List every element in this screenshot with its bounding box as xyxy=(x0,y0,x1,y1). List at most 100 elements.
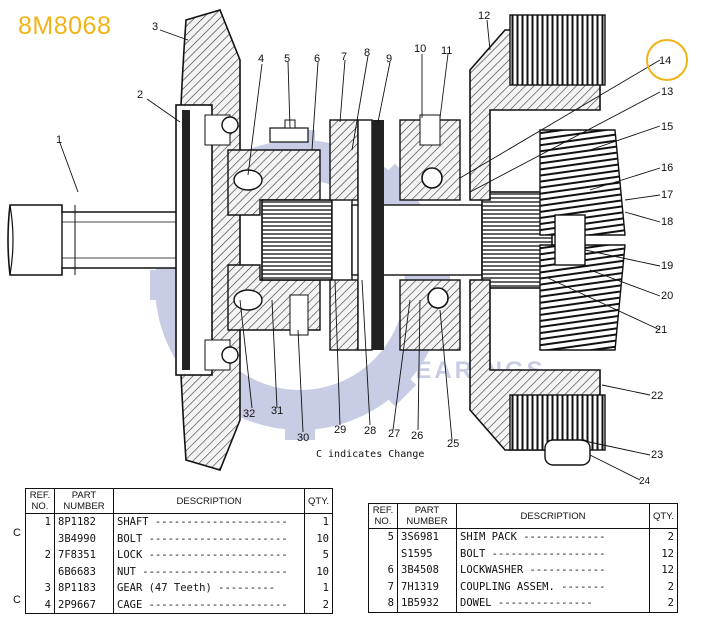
callout-31: 31 xyxy=(271,405,283,417)
callout-1: 1 xyxy=(56,134,62,146)
callout-20: 20 xyxy=(661,290,673,302)
callout-9: 9 xyxy=(386,53,392,65)
description-cell: COUPLING ASSEM. ------- xyxy=(455,578,651,595)
change-marker: C xyxy=(13,594,21,606)
qty-cell: 12 xyxy=(649,562,678,579)
part-number-cell: 7F8351 xyxy=(54,547,114,564)
exploded-section-drawing: BEARINGS xyxy=(7,9,688,487)
col-desc-header: DESCRIPTION xyxy=(455,503,651,529)
description-cell: GEAR (47 Teeth) --------- xyxy=(112,580,306,597)
callout-8: 8 xyxy=(364,47,370,59)
col-qty-header: QTY. xyxy=(304,488,333,514)
callout-29: 29 xyxy=(334,424,346,436)
description-text: SHIM PACK xyxy=(460,531,517,544)
ref-cell xyxy=(25,563,55,580)
description-cell: CAGE ---------------------- xyxy=(112,596,306,614)
ref-cell: 8 xyxy=(368,595,398,613)
description-cell: LOCK ---------------------- xyxy=(112,547,306,564)
callout-13: 13 xyxy=(661,86,673,98)
ref-cell xyxy=(368,545,398,562)
table-header-row: REF. NO. PART NUMBER DESCRIPTION QTY. xyxy=(25,488,333,514)
change-marker: C xyxy=(13,527,21,539)
callout-10: 10 xyxy=(414,43,426,55)
callout-7: 7 xyxy=(341,51,347,63)
callout-11: 11 xyxy=(441,45,452,57)
clutch-housing xyxy=(469,14,606,466)
callout-labels: 1 2 3 4 5 6 7 8 9 10 11 12 13 14 15 16 1… xyxy=(56,10,673,487)
qty-cell: 12 xyxy=(649,545,678,562)
qty-cell: 1 xyxy=(304,513,333,531)
splined-shaft xyxy=(261,191,553,289)
description-text: LOCK xyxy=(117,549,143,562)
part-number-cell: S1595 xyxy=(397,545,457,562)
part-number-cell: 3B4508 xyxy=(397,562,457,579)
callout-12: 12 xyxy=(478,10,490,22)
gear-47-teeth xyxy=(175,9,241,471)
col-qty-header: QTY. xyxy=(649,503,678,529)
description-cell: BOLT ------------------ xyxy=(455,545,651,562)
qty-cell: 10 xyxy=(304,563,333,580)
part-number-cell: 6B6683 xyxy=(54,563,114,580)
callout-32: 32 xyxy=(243,408,255,420)
qty-cell: 2 xyxy=(649,528,678,546)
ref-cell: 3 xyxy=(25,580,55,597)
description-text: GEAR (47 Teeth) xyxy=(117,582,212,595)
callout-28: 28 xyxy=(364,425,376,437)
coupling-assembly xyxy=(329,119,384,351)
table-header-row: REF. NO. PART NUMBER DESCRIPTION QTY. xyxy=(368,503,678,529)
qty-cell: 2 xyxy=(649,578,678,595)
ref-cell: 4 xyxy=(25,596,55,614)
input-shaft xyxy=(7,204,181,276)
callout-22: 22 xyxy=(651,390,663,402)
callout-5: 5 xyxy=(284,53,290,65)
callout-27: 27 xyxy=(388,428,400,440)
description-cell: SHAFT --------------------- xyxy=(112,513,306,531)
highlight-circle xyxy=(646,39,688,81)
callout-25: 25 xyxy=(447,438,459,450)
callout-19: 19 xyxy=(661,260,673,272)
ref-cell: 2 xyxy=(25,547,55,564)
leader-lines xyxy=(59,19,661,481)
part-number-cell: 3S6981 xyxy=(397,528,457,546)
col-part-header: PART NUMBER xyxy=(397,503,457,529)
part-number-cell: 2P9667 xyxy=(54,596,114,614)
description-text: DOWEL xyxy=(460,597,492,610)
part-number-cell: 3B4990 xyxy=(54,530,114,547)
callout-15: 15 xyxy=(661,121,673,133)
callout-26: 26 xyxy=(411,430,423,442)
part-number-cell: 7H1319 xyxy=(397,578,457,595)
description-cell: DOWEL --------------- xyxy=(455,595,651,613)
callout-14: 14 xyxy=(659,55,671,67)
qty-cell: 2 xyxy=(649,595,678,613)
bearing-housing xyxy=(399,114,461,351)
qty-cell: 10 xyxy=(304,530,333,547)
callout-6: 6 xyxy=(314,53,320,65)
part-number-cell: 8P1183 xyxy=(54,580,114,597)
callout-23: 23 xyxy=(651,449,663,461)
description-text: SHAFT xyxy=(117,516,149,529)
description-text: LOCKWASHER xyxy=(460,564,524,577)
callout-17: 17 xyxy=(661,189,673,201)
qty-cell: 5 xyxy=(304,547,333,564)
callout-3: 3 xyxy=(152,21,158,33)
ref-cell: 7 xyxy=(368,578,398,595)
ref-cell: 5 xyxy=(368,528,398,546)
description-text: BOLT xyxy=(460,547,486,560)
page-title: 8M8068 xyxy=(18,12,112,40)
description-text: COUPLING ASSEM. xyxy=(460,580,555,593)
description-cell: LOCKWASHER ------------ xyxy=(455,562,651,579)
callout-4: 4 xyxy=(258,53,264,65)
col-part-header: PART NUMBER xyxy=(54,488,114,514)
change-legend: C indicates Change xyxy=(316,449,425,460)
callout-30: 30 xyxy=(297,432,309,444)
callout-2: 2 xyxy=(137,89,143,101)
